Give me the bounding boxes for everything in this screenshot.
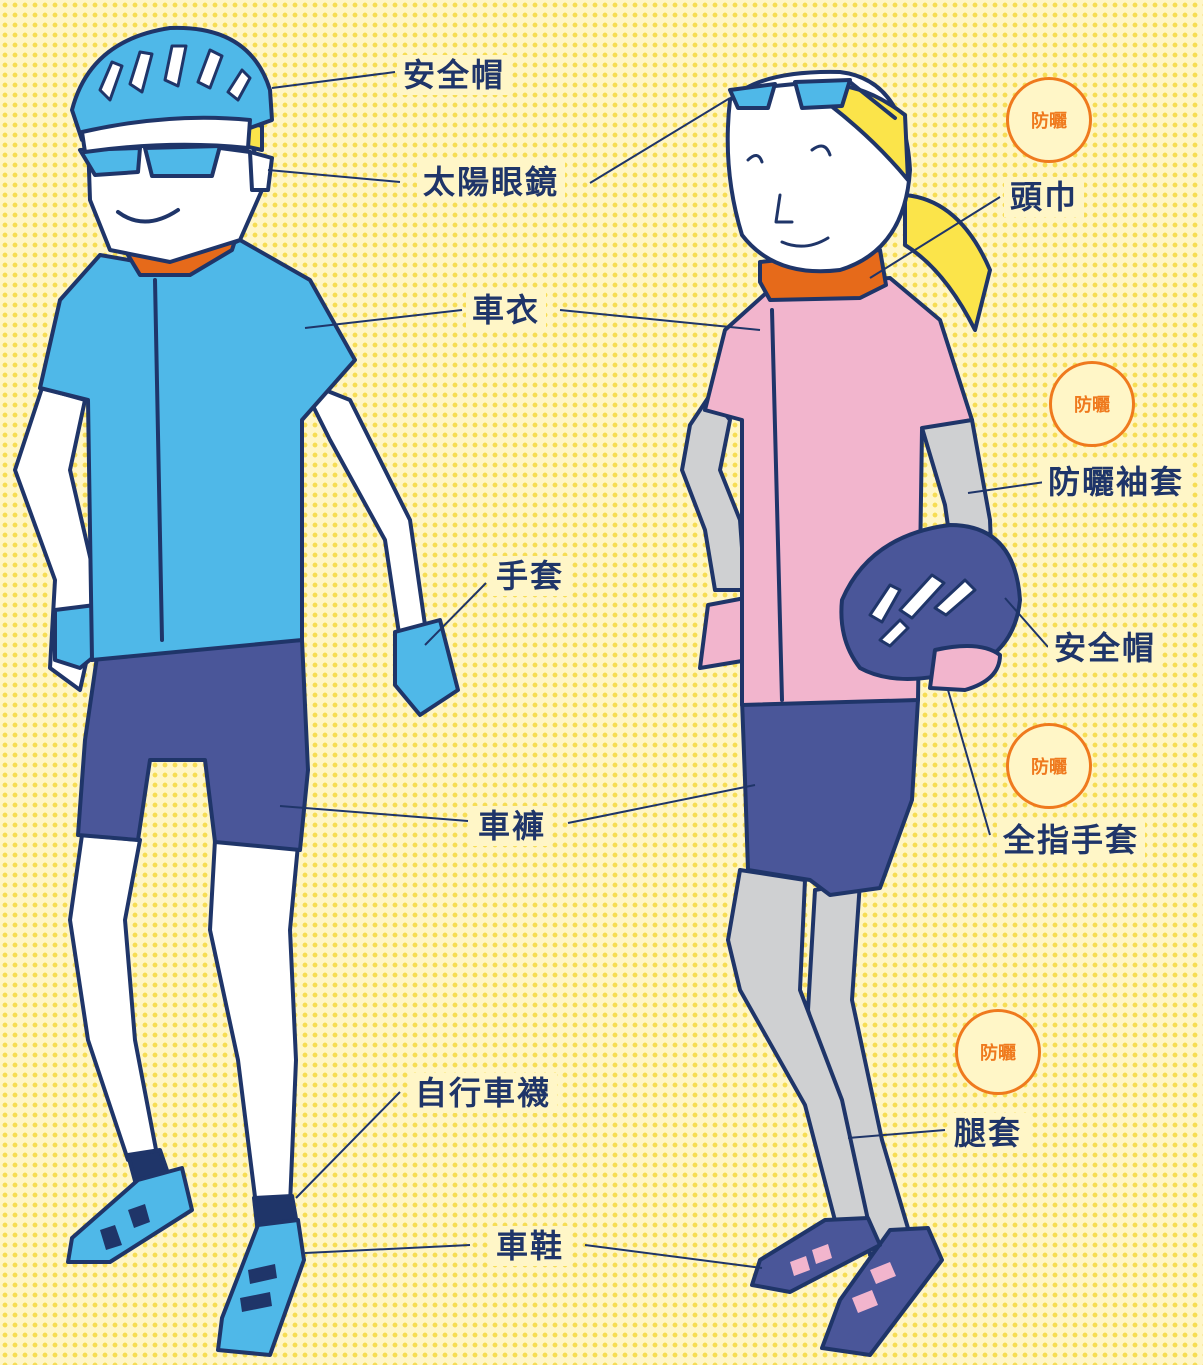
female-helmet-icon [839,523,1022,681]
label-arm-sleeves: 防曬袖套 [1042,462,1191,502]
female-sunglasses-icon [728,78,897,120]
male-shorts [76,638,310,852]
sun-protection-badge: 防曬 [1006,77,1092,163]
male-right-shoe [216,1218,306,1357]
sun-protection-badge: 防曬 [1006,723,1092,809]
label-shoes: 車鞋 [490,1226,571,1266]
male-cyclist [13,25,460,1357]
female-back-shoe [820,1226,944,1357]
male-right-arm [298,378,427,642]
male-left-shoe [66,1166,194,1264]
sun-protection-badge: 防曬 [955,1009,1041,1095]
label-shorts: 車褲 [472,806,553,846]
leader-lines [267,71,1049,1269]
label-socks: 自行車襪 [409,1073,558,1113]
female-ponytail [903,193,992,332]
female-shorts [740,698,920,897]
male-right-leg [208,838,300,1207]
male-ear [248,150,274,192]
label-female-helmet: 安全帽 [1048,628,1163,668]
male-helmet-icon [70,25,274,154]
female-right-glove [928,644,1002,692]
label-gloves: 手套 [490,556,571,596]
label-male-helmet: 安全帽 [397,55,512,95]
label-headscarf: 頭巾 [1004,177,1085,217]
female-front-shoe [750,1216,882,1294]
male-sunglasses-icon [78,144,252,178]
male-left-leg [68,833,160,1162]
sun-protection-badge: 防曬 [1049,361,1135,447]
label-full-gloves: 全指手套 [997,820,1146,860]
label-sunglasses: 太陽眼鏡 [417,162,566,202]
label-leg-covers: 腿套 [948,1113,1029,1153]
female-left-sleeve [680,393,747,592]
male-right-glove [393,618,460,717]
label-jersey: 車衣 [466,290,547,330]
female-cyclist [680,69,1022,1357]
